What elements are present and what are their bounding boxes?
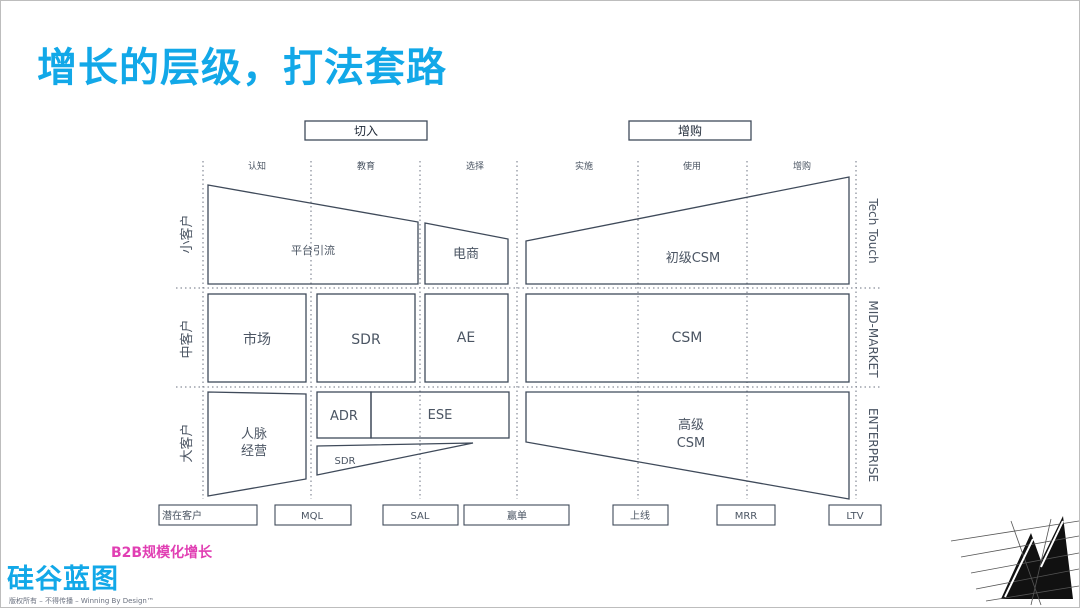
expand-header: 增购 [678,123,702,138]
milestone-box [828,504,882,526]
brand-subtitle: B2B规模化增长 [111,545,213,561]
copyright-notice: 版权所有 – 不得传播 – Winning By Design™ [9,597,154,605]
brand-name: 硅谷蓝图 [7,564,119,595]
ecommerce-shape [424,222,509,285]
sdr-large-shape [316,442,474,476]
segment-label-mid-market: MID-MARKET [866,300,880,378]
csm-label: CSM [672,330,703,346]
segment-label-tech-touch: Tech Touch [866,197,880,263]
milestone-box [463,504,570,526]
sdr-large-label: SDR [335,456,356,467]
adr-label: ADR [330,409,358,424]
segment-label-small: 小客户 [179,214,195,253]
junior-csm-label: 初级CSM [666,251,721,266]
brand-mark-icon [950,516,1079,606]
expand-header-box [628,120,752,141]
stage-label: 使用 [683,160,701,172]
milestone-label: 潜在客户 [162,509,202,522]
ae-box [424,293,509,383]
platform-funnel-shape [207,184,419,285]
milestone-label: 赢单 [507,509,527,522]
milestone-box [158,504,258,526]
market-label: 市场 [243,331,271,348]
ae-label: AE [457,330,475,346]
junior-csm-shape [525,176,850,285]
milestone-box [382,504,459,526]
network-label-line2: 经营 [241,444,267,459]
milestone-label: MQL [301,511,323,522]
milestone-label: LTV [846,511,863,522]
stage-label: 增购 [793,160,811,172]
stage-label: 选择 [466,160,484,172]
milestone-label: 上线 [630,509,650,522]
sdr-mid-box [316,293,416,383]
ese-label: ESE [428,408,453,423]
stage-label: 实施 [575,160,593,172]
stage-label: 认知 [248,160,266,172]
milestone-label: MRR [735,511,758,522]
sdr-mid-label: SDR [351,332,381,348]
ese-box [370,391,510,439]
milestone-box [716,504,776,526]
segment-label-large: 大客户 [179,423,195,462]
segment-label-enterprise: ENTERPRISE [866,408,880,482]
ecommerce-label: 电商 [453,247,479,262]
csm-box [525,293,850,383]
milestone-box [612,504,669,526]
senior-csm-label-line2: CSM [677,436,706,451]
senior-csm-shape [525,391,850,500]
grid-lines [176,161,881,499]
milestone-label: SAL [411,511,430,522]
network-label-line1: 人脉 [241,427,267,442]
segment-label-mid: 中客户 [179,319,195,358]
network-shape [207,391,307,497]
milestone-box [274,504,352,526]
acquire-header-box [304,120,428,141]
market-box [207,293,307,383]
slide-title: 增长的层级，打法套路 [37,45,447,91]
senior-csm-label-line1: 高级 [678,417,704,433]
platform-label: 平台引流 [291,243,335,257]
stage-label: 教育 [357,160,375,172]
acquire-header: 切入 [354,124,378,138]
